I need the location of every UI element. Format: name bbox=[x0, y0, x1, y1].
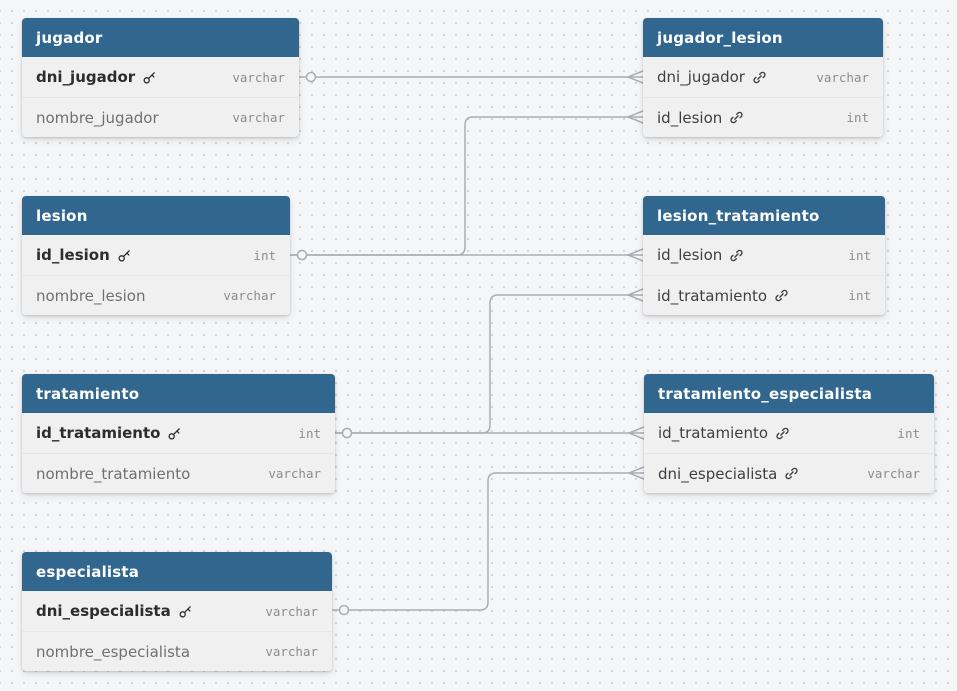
field-row-tratamiento_especialista-dni_especialista[interactable]: dni_especialista varchar bbox=[644, 453, 934, 493]
field-type: varchar bbox=[265, 603, 318, 619]
field-name: nombre_especialista bbox=[36, 642, 191, 661]
key-icon bbox=[167, 426, 182, 441]
table-header-tratamiento_especialista[interactable]: tratamiento_especialista bbox=[644, 374, 934, 413]
field-name: dni_jugador bbox=[36, 68, 136, 86]
table-title: especialista bbox=[36, 562, 140, 581]
key-icon bbox=[142, 70, 157, 85]
table-header-especialista[interactable]: especialista bbox=[22, 552, 332, 591]
table-tratamiento[interactable]: tratamiento id_tratamiento int nombre_trata… bbox=[22, 374, 335, 493]
field-row-tratamiento-nombre_tratamiento[interactable]: nombre_tratamiento varchar bbox=[22, 453, 335, 493]
field-row-lesion-id_lesion[interactable]: id_lesion int bbox=[22, 235, 290, 275]
table-tratamiento_especialista[interactable]: tratamiento_especialista id_tratamiento in… bbox=[644, 374, 934, 493]
key-icon bbox=[117, 248, 132, 263]
field-row-jugador_lesion-id_lesion[interactable]: id_lesion int bbox=[643, 97, 883, 137]
field-type: varchar bbox=[232, 69, 285, 85]
field-name: dni_especialista bbox=[36, 602, 171, 620]
table-title: tratamiento bbox=[36, 384, 140, 403]
field-row-lesion_tratamiento-id_lesion[interactable]: id_lesion int bbox=[643, 235, 885, 275]
field-name: nombre_lesion bbox=[36, 286, 146, 305]
field-row-jugador_lesion-dni_jugador[interactable]: dni_jugador varchar bbox=[643, 57, 883, 97]
field-row-tratamiento-id_tratamiento[interactable]: id_tratamiento int bbox=[22, 413, 335, 453]
field-name: id_lesion bbox=[36, 246, 110, 264]
link-icon bbox=[784, 466, 799, 481]
field-row-especialista-dni_especialista[interactable]: dni_especialista varchar bbox=[22, 591, 332, 631]
field-name: dni_especialista bbox=[658, 464, 778, 483]
table-title: tratamiento_especialista bbox=[658, 384, 873, 403]
field-type: int bbox=[253, 247, 276, 263]
table-lesion[interactable]: lesion id_lesion int nombre_lesion varchar bbox=[22, 196, 290, 315]
field-type: varchar bbox=[816, 69, 869, 85]
relationship-lesion-jugador_lesion[interactable] bbox=[289, 110, 644, 261]
relationship-tratamiento-lesion_tratamiento[interactable] bbox=[334, 288, 644, 439]
field-type: int bbox=[848, 247, 871, 263]
table-header-lesion[interactable]: lesion bbox=[22, 196, 290, 235]
field-type: varchar bbox=[268, 466, 321, 481]
table-title: lesion_tratamiento bbox=[657, 206, 820, 225]
field-name: id_tratamiento bbox=[658, 424, 769, 442]
field-type: int bbox=[897, 425, 920, 441]
link-icon bbox=[775, 426, 790, 441]
relationship-tratamiento-tratamiento_especialista[interactable] bbox=[334, 426, 645, 440]
field-name: id_tratamiento bbox=[657, 286, 768, 305]
table-header-tratamiento[interactable]: tratamiento bbox=[22, 374, 335, 413]
field-type: varchar bbox=[223, 288, 276, 303]
field-type: varchar bbox=[232, 110, 285, 125]
field-name: id_lesion bbox=[657, 108, 723, 127]
field-type: int bbox=[846, 110, 869, 125]
table-title: lesion bbox=[36, 206, 88, 225]
field-name: nombre_tratamiento bbox=[36, 464, 191, 483]
field-row-lesion_tratamiento-id_tratamiento[interactable]: id_tratamiento int bbox=[643, 275, 885, 315]
relationship-lesion-lesion_tratamiento[interactable] bbox=[289, 248, 644, 262]
field-name: dni_jugador bbox=[657, 68, 745, 86]
table-title: jugador_lesion bbox=[657, 28, 783, 47]
key-icon bbox=[178, 604, 193, 619]
field-name: id_tratamiento bbox=[36, 424, 161, 442]
field-row-especialista-nombre_especialista[interactable]: nombre_especialista varchar bbox=[22, 631, 332, 671]
relationship-especialista-tratamiento_especialista[interactable] bbox=[331, 466, 645, 616]
field-type: varchar bbox=[265, 644, 318, 659]
table-header-jugador[interactable]: jugador bbox=[22, 18, 299, 57]
link-icon bbox=[752, 70, 767, 85]
field-row-jugador-nombre_jugador[interactable]: nombre_jugador varchar bbox=[22, 97, 299, 137]
table-header-jugador_lesion[interactable]: jugador_lesion bbox=[643, 18, 883, 57]
field-type: int bbox=[848, 288, 871, 303]
field-name: id_lesion bbox=[657, 246, 723, 264]
field-row-jugador-dni_jugador[interactable]: dni_jugador varchar bbox=[22, 57, 299, 97]
field-type: varchar bbox=[867, 466, 920, 481]
field-row-lesion-nombre_lesion[interactable]: nombre_lesion varchar bbox=[22, 275, 290, 315]
table-header-lesion_tratamiento[interactable]: lesion_tratamiento bbox=[643, 196, 885, 235]
field-row-tratamiento_especialista-id_tratamiento[interactable]: id_tratamiento int bbox=[644, 413, 934, 453]
table-title: jugador bbox=[36, 28, 103, 47]
link-icon bbox=[729, 248, 744, 263]
relationship-jugador-jugador_lesion[interactable] bbox=[298, 70, 644, 84]
link-icon bbox=[774, 288, 789, 303]
field-type: int bbox=[298, 425, 321, 441]
link-icon bbox=[729, 110, 744, 125]
table-jugador_lesion[interactable]: jugador_lesion dni_jugador varchar id_lesio… bbox=[643, 18, 883, 137]
field-name: nombre_jugador bbox=[36, 108, 159, 127]
